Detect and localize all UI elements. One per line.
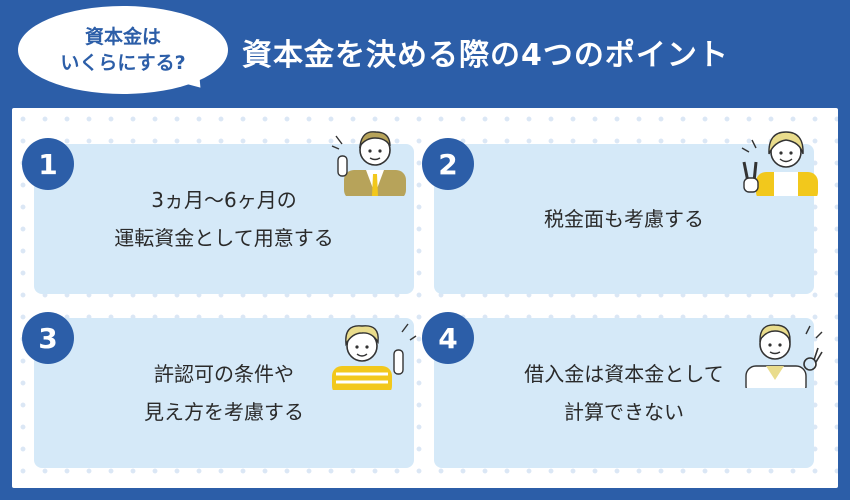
- man-ok-sign-icon: [745, 324, 823, 388]
- speech-bubble: 資本金は いくらにする?: [18, 6, 228, 94]
- point-card-2: 税金面も考慮する: [434, 144, 814, 294]
- bubble-line-1: 資本金は: [84, 26, 161, 48]
- point-4-line-1: 借入金は資本金として: [524, 362, 724, 386]
- point-3-line-2: 見え方を考慮する: [144, 400, 304, 424]
- point-3-line-1: 許認可の条件や: [154, 362, 294, 386]
- header: 資本金は いくらにする? 資本金を決める際の4つのポイント: [0, 0, 850, 108]
- woman-peace-sign-icon: [741, 131, 818, 196]
- point-1-line-1: 3ヵ月〜6ヶ月の: [151, 188, 297, 212]
- page-title: 資本金を決める際の4つのポイント: [242, 38, 729, 73]
- points-panel: 3ヵ月〜6ヶ月の 運転資金として用意する 1 税金面も考慮する 2: [12, 108, 838, 488]
- point-1-line-2: 運転資金として用意する: [114, 226, 334, 250]
- man-pointing-up-icon: [332, 323, 417, 390]
- man-pointing-icon: [331, 131, 406, 196]
- point-card-1: 3ヵ月〜6ヶ月の 運転資金として用意する: [34, 144, 414, 294]
- bubble-line-2: いくらにする?: [60, 52, 186, 74]
- point-number-3: 3: [22, 312, 74, 364]
- point-4-line-2: 計算できない: [564, 400, 684, 424]
- point-number-2: 2: [422, 138, 474, 190]
- point-number-4: 4: [422, 312, 474, 364]
- point-card-4: 借入金は資本金として 計算できない: [434, 318, 814, 468]
- point-number-1: 1: [22, 138, 74, 190]
- point-2-line-1: 税金面も考慮する: [544, 207, 704, 231]
